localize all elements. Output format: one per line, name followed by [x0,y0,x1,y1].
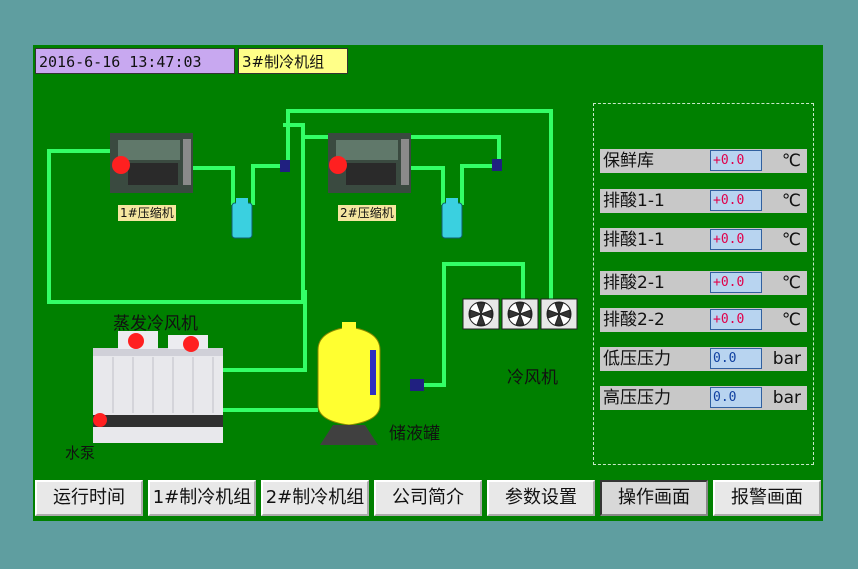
sensor-unit: bar [772,388,801,408]
sensor-row: 排酸1-1 +0.0 ℃ [600,228,807,252]
sensor-row: 排酸1-1 +0.0 ℃ [600,189,807,213]
nav-unit2-button[interactable]: 2#制冷机组 [261,480,369,516]
sensor-name: 排酸2-1 [603,273,665,293]
sensor-unit: ℃ [781,310,801,330]
datetime-display: 2016-6-16 13:47:03 [35,48,235,74]
nav-bar: 运行时间 1#制冷机组 2#制冷机组 公司简介 参数设置 操作画面 报警画面 [33,479,823,519]
nav-company-button[interactable]: 公司简介 [374,480,482,516]
separator-2 [441,198,463,239]
receiver-graphic [317,322,381,445]
process-diagram [47,109,578,445]
sensor-name: 高压压力 [603,388,671,408]
evap-condenser-graphic [93,331,223,443]
sensor-name: 保鲜库 [603,151,654,171]
hmi-screen: 2016-6-16 13:47:03 3#制冷机组 [33,45,823,521]
nav-params-button[interactable]: 参数设置 [487,480,595,516]
pipes [47,109,553,412]
sensor-row: 排酸2-1 +0.0 ℃ [600,271,807,295]
sensor-value[interactable]: 0.0 [710,348,762,369]
air-cooler-label: 冷风机 [507,368,558,388]
compressor-1-graphic [110,133,193,193]
sensor-row: 保鲜库 +0.0 ℃ [600,149,807,173]
compressor-1-label: 1#压缩机 [118,205,176,221]
compressor-2-graphic [328,133,411,193]
air-cooler-fans [462,298,578,330]
sensor-name: 排酸1-1 [603,191,665,211]
sensor-name: 排酸2-2 [603,310,665,330]
sensor-unit: bar [772,349,801,369]
sensor-panel: 保鲜库 +0.0 ℃ 排酸1-1 +0.0 ℃ 排酸1-1 +0.0 ℃ 排酸2… [593,103,814,465]
unit-title: 3#制冷机组 [238,48,348,74]
sensor-row: 排酸2-2 +0.0 ℃ [600,308,807,332]
sensor-unit: ℃ [781,151,801,171]
receiver-label: 储液罐 [389,424,440,444]
compressor-2-label: 2#压缩机 [338,205,396,221]
water-pump-label: 水泵 [65,444,96,462]
sensor-value[interactable]: 0.0 [710,387,762,408]
valves [280,159,502,391]
sensor-value[interactable]: +0.0 [710,190,762,211]
sensor-name: 排酸1-1 [603,230,665,250]
sensor-unit: ℃ [781,273,801,293]
sensor-value[interactable]: +0.0 [710,150,762,171]
sensor-value[interactable]: +0.0 [710,229,762,250]
sensor-value[interactable]: +0.0 [710,272,762,293]
nav-alarm-button[interactable]: 报警画面 [713,480,821,516]
nav-operation-button[interactable]: 操作画面 [600,480,708,516]
sensor-name: 低压压力 [603,349,671,369]
nav-unit1-button[interactable]: 1#制冷机组 [148,480,256,516]
nav-runtime-button[interactable]: 运行时间 [35,480,143,516]
evap-condenser-label: 蒸发冷风机 [113,314,198,334]
sensor-unit: ℃ [781,230,801,250]
sensor-row: 高压压力 0.0 bar [600,386,807,410]
sensor-value[interactable]: +0.0 [710,309,762,330]
sensor-row: 低压压力 0.0 bar [600,347,807,371]
sensor-unit: ℃ [781,191,801,211]
separator-1 [231,198,253,239]
